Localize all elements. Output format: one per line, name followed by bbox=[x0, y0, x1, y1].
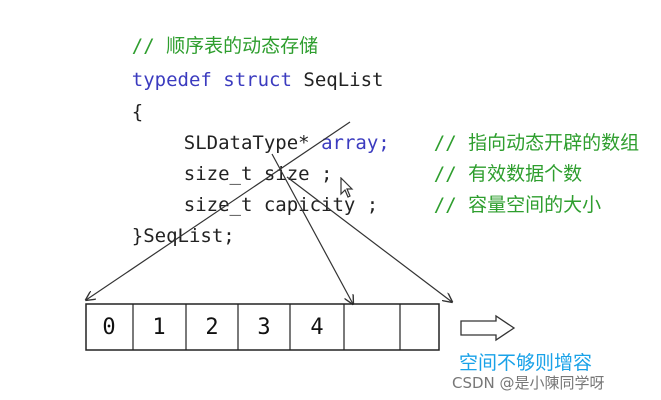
open-brace: { bbox=[131, 101, 144, 123]
code-field-array-comment: // 指向动态开辟的数组 bbox=[388, 104, 639, 182]
code-field-capicity-comment: // 容量空间的大小 bbox=[388, 166, 601, 244]
field-array-type: SLDataType* bbox=[183, 132, 310, 154]
keyword-struct: struct bbox=[223, 69, 292, 91]
size-pointer-arrow bbox=[271, 153, 353, 304]
field-size-type: size_t bbox=[183, 163, 253, 185]
code-close: }SeqList; bbox=[86, 197, 235, 275]
code-field-size-comment: // 有效数据个数 bbox=[388, 135, 582, 213]
array-box-outline bbox=[85, 303, 440, 351]
array-cell-3: 3 bbox=[257, 315, 271, 340]
keyword-typedef: typedef bbox=[131, 69, 212, 91]
array-cell-4: 4 bbox=[310, 315, 324, 340]
grow-caption: 空间不够则增容 bbox=[459, 352, 593, 374]
array-cell-2: 2 bbox=[205, 315, 219, 340]
array-cell-0: 0 bbox=[102, 315, 116, 340]
field-size-comment: // 有效数据个数 bbox=[433, 163, 583, 185]
code-field-size: size_t size ; bbox=[138, 135, 333, 213]
code-open-brace: { bbox=[86, 73, 143, 151]
field-array-comment: // 指向动态开辟的数组 bbox=[433, 132, 640, 154]
capicity-pointer-arrow bbox=[286, 176, 452, 302]
close-brace-name: }SeqList; bbox=[131, 225, 235, 247]
code-comment-title: // 顺序表的动态存储 bbox=[86, 7, 318, 85]
array-pointer-arrow bbox=[86, 121, 351, 300]
field-capicity-name: capicity ; bbox=[263, 194, 379, 216]
code-field-array: SLDataType* array; bbox=[138, 104, 390, 182]
field-capicity-comment: // 容量空间的大小 bbox=[433, 194, 602, 216]
field-array-name: array; bbox=[321, 132, 390, 154]
comment-text: // 顺序表的动态存储 bbox=[131, 35, 319, 57]
array-cell-1: 1 bbox=[152, 315, 166, 340]
mouse-pointer-icon bbox=[340, 177, 354, 198]
field-size-name: size ; bbox=[263, 163, 333, 185]
struct-name: SeqList bbox=[303, 69, 384, 91]
code-typedef-line: typedef struct SeqList bbox=[86, 41, 384, 119]
hollow-right-arrow-icon bbox=[460, 314, 516, 342]
watermark: CSDN @是小陳同学呀 bbox=[452, 374, 605, 392]
